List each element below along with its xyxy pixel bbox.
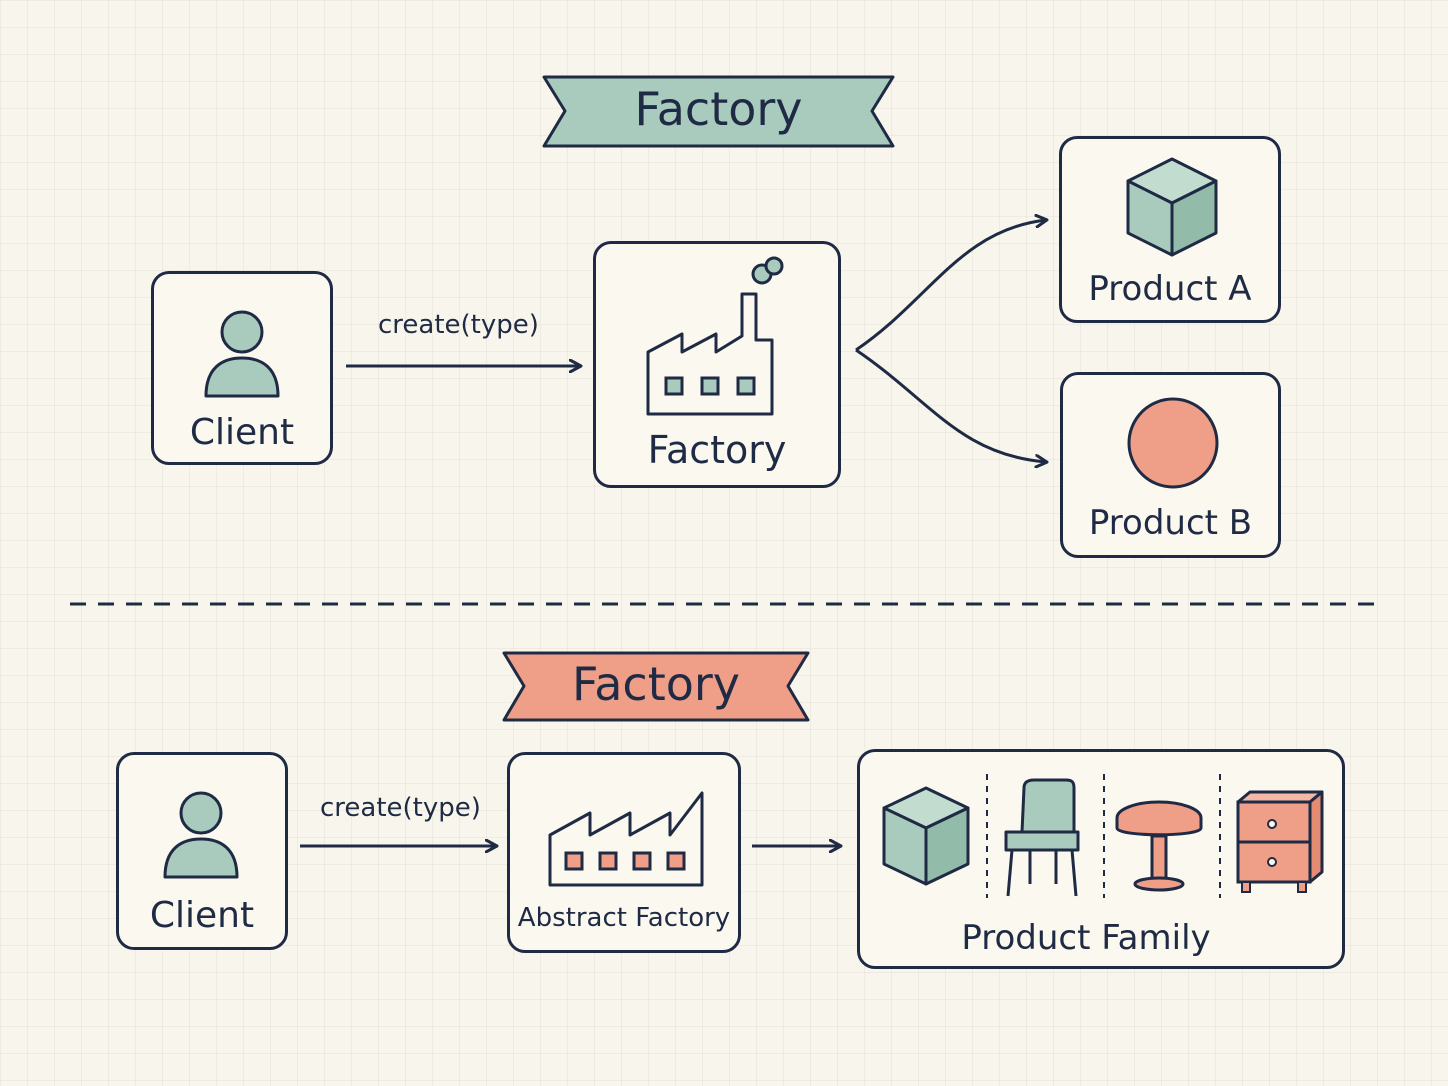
product-family-node: Product Family — [857, 749, 1345, 969]
factory-banner-shape — [542, 75, 895, 148]
circle-icon — [1127, 397, 1219, 489]
factory-label: Factory — [647, 428, 787, 472]
abstract-client-node: Client — [116, 752, 288, 950]
product-b-node: Product B — [1060, 372, 1281, 558]
abstract-factory-label: Abstract Factory — [517, 903, 731, 933]
cabinet-icon — [1236, 790, 1324, 893]
factory-icon — [646, 256, 784, 416]
user-icon — [204, 310, 280, 398]
product-family-label: Product Family — [961, 918, 1211, 958]
create-type-label-bottom: create(type) — [320, 793, 481, 823]
factory-to-product-b-arrow — [855, 348, 1046, 462]
table-icon — [1115, 800, 1203, 892]
cube-icon — [1126, 157, 1218, 257]
abstract-factory-banner-shape — [502, 651, 810, 722]
product-b-label: Product B — [1088, 503, 1253, 543]
user-icon — [163, 791, 239, 879]
create-type-label-top: create(type) — [378, 310, 539, 340]
abstract-factory-node: Abstract Factory — [507, 752, 741, 953]
product-family-icons — [882, 774, 1324, 898]
client-label: Client — [189, 412, 295, 453]
cube-icon — [882, 786, 970, 886]
product-a-label: Product A — [1088, 269, 1252, 309]
product-a-node: Product A — [1059, 136, 1281, 323]
abstract-factory-banner-title: Factory — [571, 657, 741, 711]
factory-banner-title: Factory — [634, 82, 803, 136]
abstract-client-label: Client — [149, 895, 255, 936]
factory-to-product-a-arrow — [855, 220, 1046, 352]
chair-icon — [1004, 778, 1080, 897]
client-node: Client — [151, 271, 333, 465]
factory-icon — [548, 791, 704, 887]
factory-node: Factory — [593, 241, 841, 488]
